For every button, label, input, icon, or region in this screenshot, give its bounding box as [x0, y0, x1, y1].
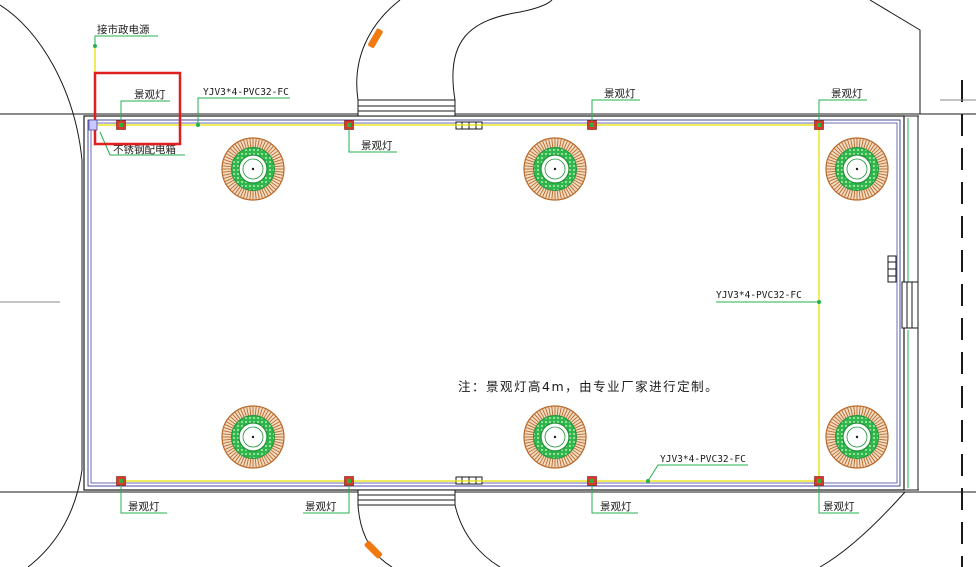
planter: [825, 405, 889, 469]
lamp-label-top-1: 景观灯: [134, 89, 166, 101]
landscape-lamp-icon: [344, 120, 354, 130]
plaza-boundary: [83, 115, 919, 491]
planters: [221, 137, 889, 469]
landscape-lamp-icon: [116, 120, 126, 130]
entrances: [357, 99, 919, 506]
distribution-box-icon: [88, 119, 98, 131]
highlight-box: [93, 71, 182, 146]
planter: [523, 137, 587, 201]
landscape-lamp-icon: [587, 476, 597, 486]
lamp-label-bottom-2: 景观灯: [305, 501, 337, 513]
orange-markers: [364, 28, 383, 559]
lamp-label-top-4: 景观灯: [831, 88, 863, 100]
lamp-label-top-2: 景观灯: [361, 140, 393, 152]
distribution-box-label: 不锈钢配电箱: [113, 143, 176, 156]
cable-label-bottom: YJV3*4-PVC32-FC: [660, 454, 746, 465]
leader-lines: [94, 35, 867, 514]
landscape-lamp-icon: [814, 120, 824, 130]
lamp-label-bottom-1: 景观灯: [128, 501, 160, 513]
planter: [825, 137, 889, 201]
labels: 接市政电源 不锈钢配电箱 景观灯 景观灯 景观灯 景观灯 景观灯 景观灯 景观灯…: [97, 23, 863, 513]
design-note: 注：景观灯高4m，由专业厂家进行定制。: [458, 379, 719, 394]
power-source-label: 接市政电源: [97, 23, 150, 36]
lamp-label-top-3: 景观灯: [604, 88, 636, 100]
planter: [523, 405, 587, 469]
landscape-lamp-icon: [587, 120, 597, 130]
planter: [221, 405, 285, 469]
landscape-lamp-icon: [344, 476, 354, 486]
cable-routes: [94, 46, 820, 482]
leader-dots: [93, 44, 821, 483]
lamps: [116, 120, 824, 486]
lamp-label-bottom-4: 景观灯: [823, 501, 855, 513]
cable-label-top: YJV3*4-PVC32-FC: [203, 87, 289, 98]
cable-label-right: YJV3*4-PVC32-FC: [716, 290, 802, 301]
landscape-lamp-icon: [116, 476, 126, 486]
planter: [221, 137, 285, 201]
lamp-label-bottom-3: 景观灯: [600, 501, 632, 513]
landscape-lamp-icon: [814, 476, 824, 486]
